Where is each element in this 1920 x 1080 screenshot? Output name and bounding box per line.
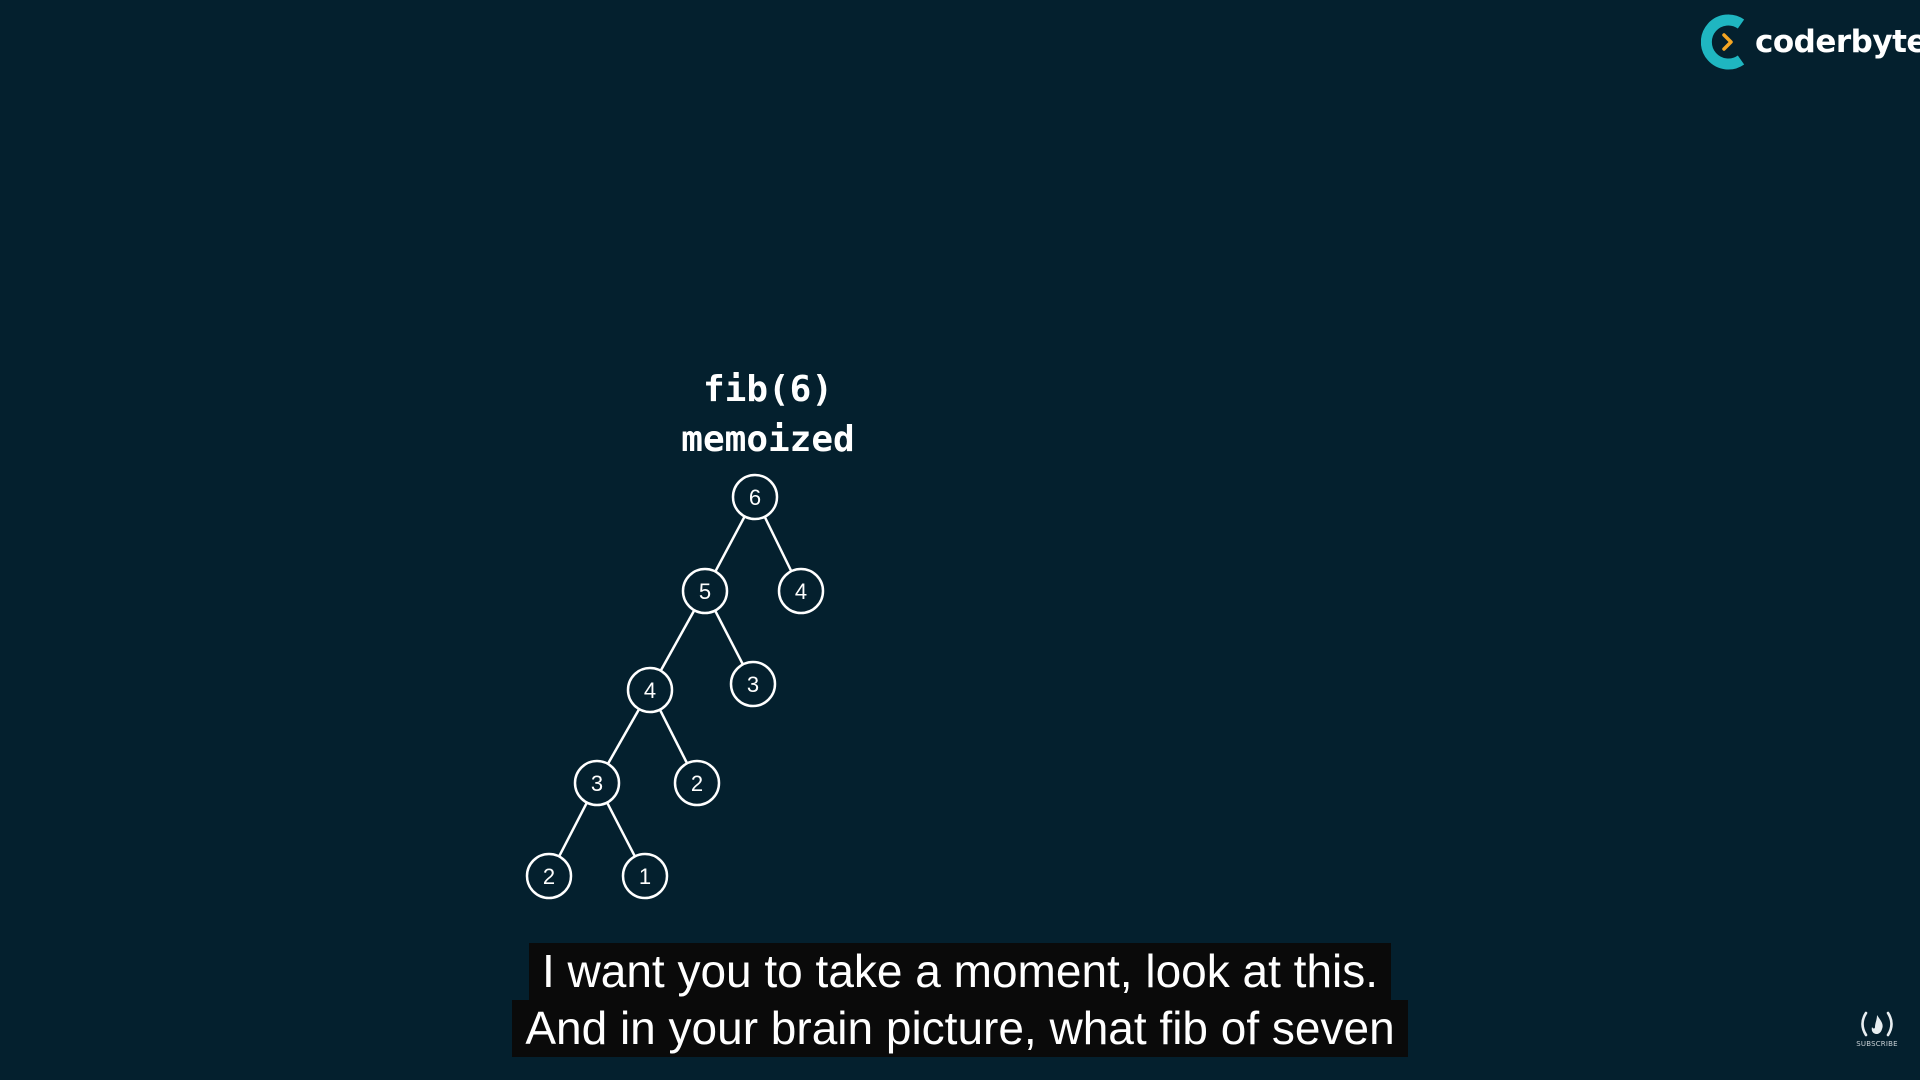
tree-node-label: 2 [691, 771, 703, 796]
tree-node-label: 3 [591, 771, 603, 796]
tree-node-n1: 1 [621, 852, 669, 900]
tree-node-n4a: 4 [777, 567, 825, 615]
video-captions: I want you to take a moment, look at thi… [0, 943, 1920, 1057]
coderbyte-c-logo-icon [1701, 14, 1745, 70]
tree-edge-n6-n4a [763, 516, 793, 572]
tree-node-circle [731, 473, 779, 521]
tree-node-n2a: 2 [673, 759, 721, 807]
freecodecamp-flame-icon [1861, 1011, 1893, 1037]
caption-line-1: I want you to take a moment, look at thi… [528, 943, 1392, 1000]
tree-node-n6: 6 [731, 473, 779, 521]
tree-node-n2b: 2 [525, 852, 573, 900]
tree-edge-n5-n3a [713, 609, 745, 666]
tree-edge-n4b-n2a [658, 709, 689, 764]
tree-node-label: 1 [639, 864, 651, 889]
coderbyte-logo: coderbyte [1701, 12, 1920, 72]
tree-node-label: 2 [543, 864, 555, 889]
tree-edge-n5-n4b [659, 609, 696, 672]
subscribe-badge[interactable]: SUBSCRIBE [1852, 1010, 1902, 1058]
tree-node-label: 5 [699, 579, 711, 604]
slide-title: fib(6) [702, 369, 834, 410]
tree-node-circle [525, 852, 573, 900]
tree-edge-n3b-n1 [605, 801, 637, 858]
tree-node-n5: 5 [681, 567, 729, 615]
tree-edge-n6-n5 [714, 515, 746, 573]
tree-node-circle [573, 759, 621, 807]
brand-name: coderbyte [1755, 24, 1920, 60]
caption-line-2: And in your brain picture, what fib of s… [512, 1000, 1408, 1057]
tree-node-n3b: 3 [573, 759, 621, 807]
tree-node-circle [681, 567, 729, 615]
tree-edge-n4b-n3b [606, 708, 641, 765]
tree-node-label: 4 [644, 678, 656, 703]
tree-node-circle [621, 852, 669, 900]
tree-edge-n3b-n2b [557, 801, 589, 858]
tree-node-n4b: 4 [626, 666, 674, 714]
slide-subtitle: memoized [681, 419, 855, 460]
subscribe-label: SUBSCRIBE [1856, 1040, 1898, 1048]
tree-node-label: 3 [747, 672, 759, 697]
tree-node-circle [729, 660, 777, 708]
tree-node-circle [673, 759, 721, 807]
tree-node-n3a: 3 [729, 660, 777, 708]
tree-node-circle [777, 567, 825, 615]
tree-node-circle [626, 666, 674, 714]
tree-node-label: 4 [795, 579, 807, 604]
tree-node-label: 6 [749, 485, 761, 510]
